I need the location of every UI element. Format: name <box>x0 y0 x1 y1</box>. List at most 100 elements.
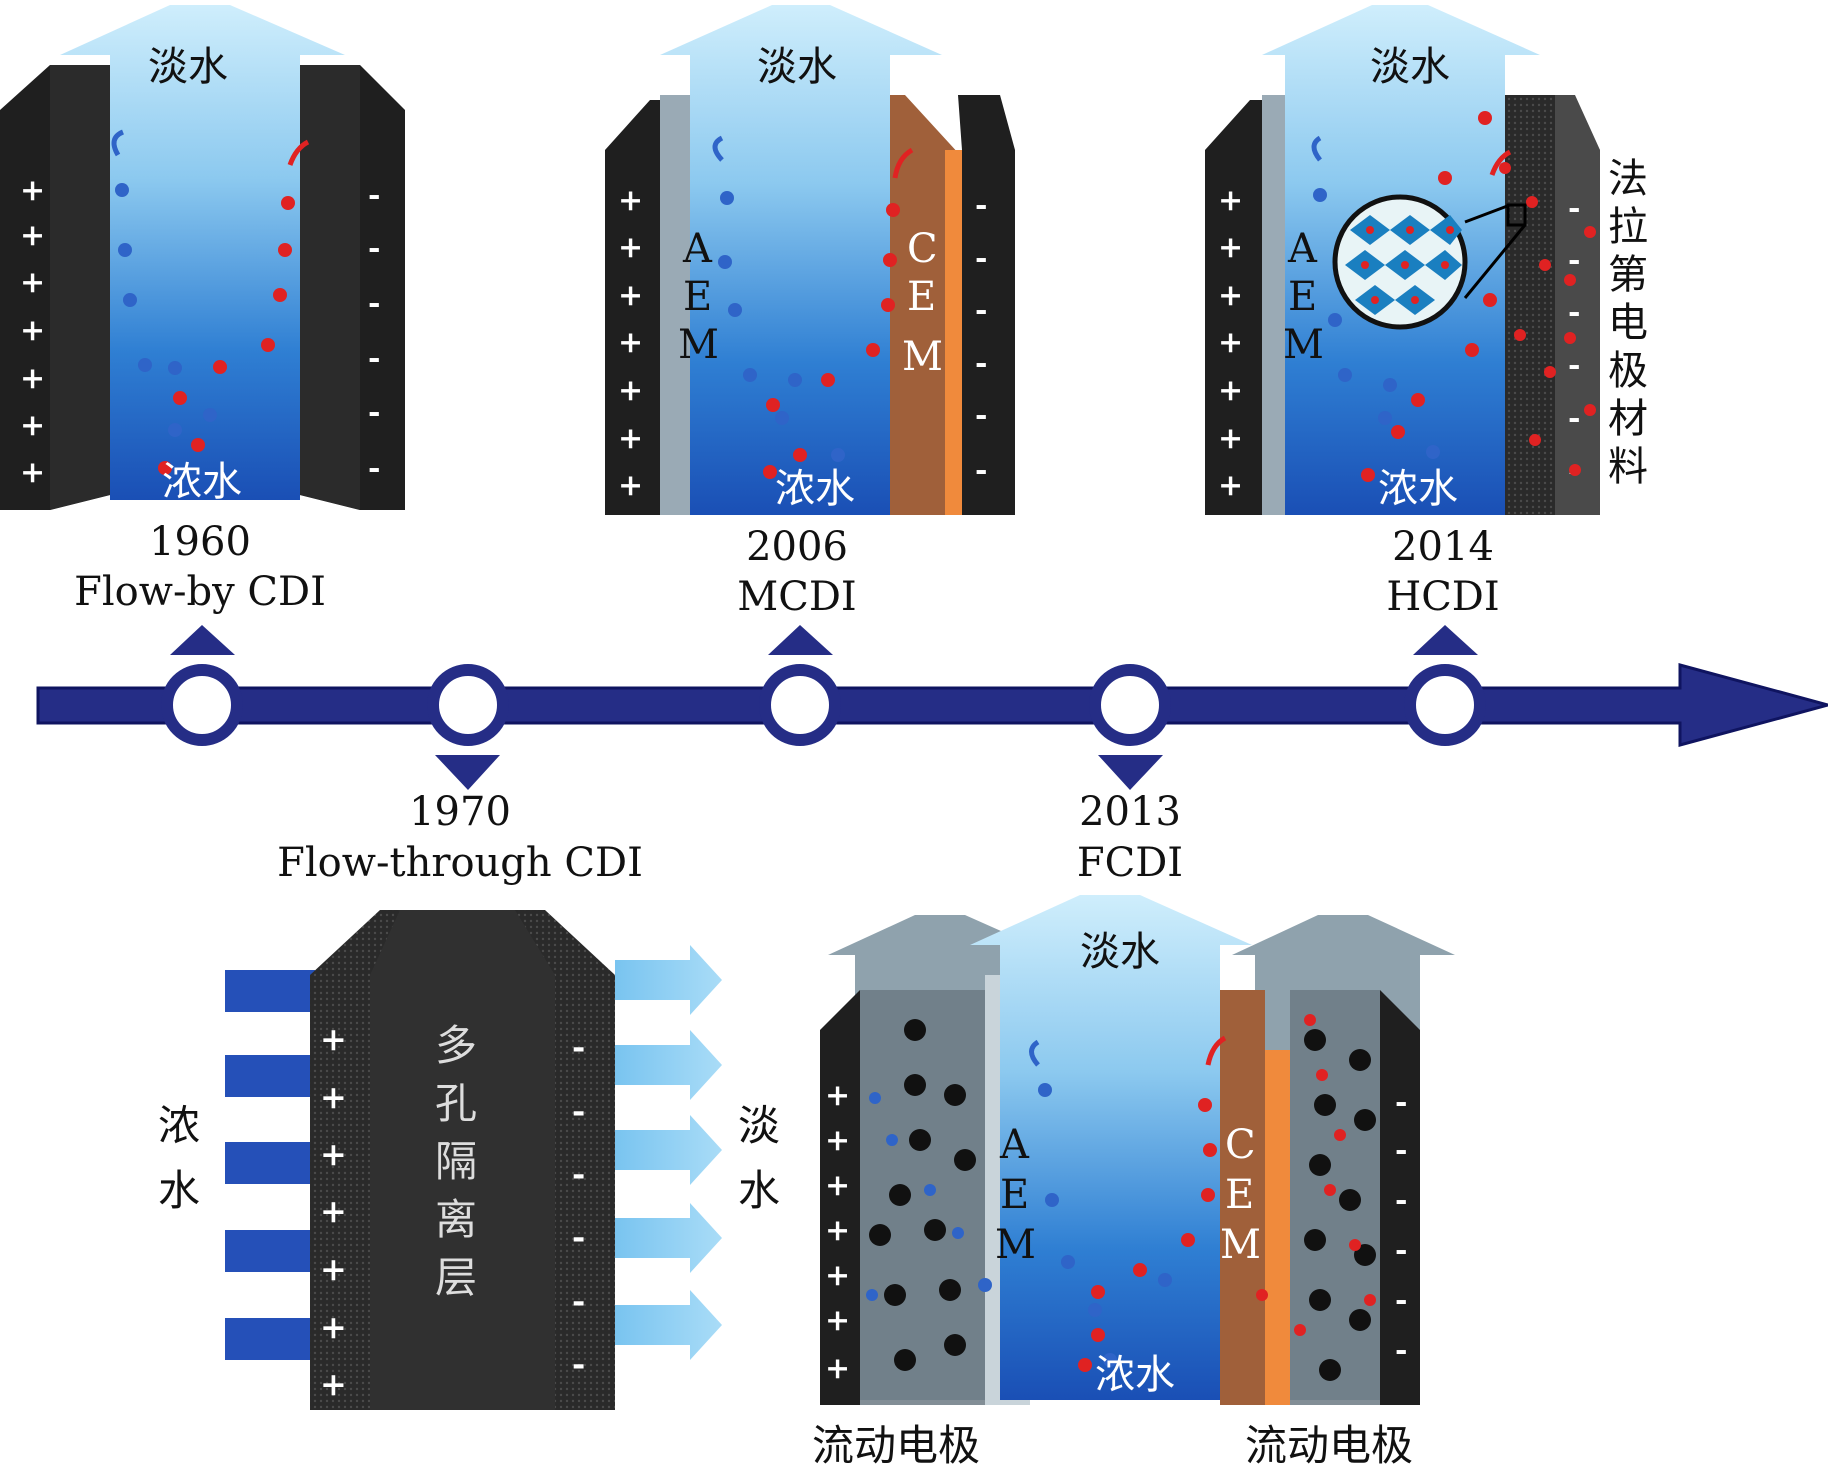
svg-text:+: + <box>825 1078 850 1113</box>
timeline-arrow <box>36 663 1828 747</box>
svg-text:+: + <box>825 1258 850 1293</box>
svg-text:电: 电 <box>1608 300 1648 346</box>
milestone-2006: 2006 MCDI <box>737 524 857 746</box>
timeline: 1960 Flow-by CDI 1970 Flow-through CDI 2… <box>36 519 1828 886</box>
milestone-1960: 1960 Flow-by CDI <box>74 519 326 746</box>
svg-text:-: - <box>572 1155 585 1193</box>
svg-text:+: + <box>618 468 643 503</box>
year-2014: 2014 <box>1392 524 1494 570</box>
svg-text:+: + <box>618 230 643 265</box>
year-2006: 2006 <box>746 524 848 570</box>
svg-text:+: + <box>1218 325 1243 360</box>
plus-signs: + + + + + + + <box>20 173 45 490</box>
aem-label: A E M <box>678 226 719 368</box>
panel-flow-through-cdi: + + + + + + + - - - - - - 多 孔 隔 离 层 浓 水 <box>158 910 780 1410</box>
panel-mcdi: + + + + + + + - - - - - - A E M C E M <box>605 5 1015 515</box>
fresh-water-label: 淡水 <box>148 44 228 90</box>
panel-hcdi: + + + + + + + - - - - - - A E M <box>1205 5 1648 515</box>
flow-electrode-label-left: 流动电极 <box>812 1421 980 1470</box>
svg-text:料: 料 <box>1608 444 1648 490</box>
cem-label: C E M <box>902 226 943 380</box>
svg-text:法: 法 <box>1608 156 1648 202</box>
porous-separator-label: 多 孔 隔 离 层 <box>435 1021 477 1302</box>
svg-text:-: - <box>1395 1233 1407 1268</box>
minus-signs: - - - - - - <box>975 188 987 488</box>
svg-text:第: 第 <box>1608 252 1648 298</box>
svg-text:+: + <box>320 1250 347 1288</box>
aem-membrane <box>660 95 690 515</box>
inflow-bars <box>225 970 315 1360</box>
svg-text:E: E <box>1225 1172 1254 1218</box>
svg-text:-: - <box>1568 191 1580 226</box>
svg-text:M: M <box>1283 322 1324 368</box>
outflow-arrows <box>615 945 722 1360</box>
plus-signs: + + + + + + + <box>618 183 643 503</box>
svg-text:隔: 隔 <box>435 1137 477 1186</box>
plus-signs: + + + + + + + <box>1218 183 1243 503</box>
cem-label: C E M <box>1220 1122 1261 1268</box>
left-flow-electrode <box>860 990 990 1405</box>
carbon-particles <box>869 1019 1376 1381</box>
svg-text:+: + <box>320 1135 347 1173</box>
svg-text:-: - <box>1568 295 1580 330</box>
svg-text:-: - <box>1395 1283 1407 1318</box>
svg-text:拉: 拉 <box>1608 204 1648 250</box>
svg-text:M: M <box>995 1222 1036 1268</box>
minus-signs: - - - - - - <box>572 1028 585 1383</box>
svg-text:-: - <box>368 451 380 486</box>
fresh-water-arrow <box>970 895 1252 1400</box>
svg-text:-: - <box>975 241 987 276</box>
minus-signs: - - - - - - <box>1568 191 1580 488</box>
svg-text:+: + <box>20 361 45 396</box>
year-1960: 1960 <box>149 519 251 565</box>
svg-text:+: + <box>20 265 45 300</box>
svg-text:-: - <box>368 395 380 430</box>
svg-text:-: - <box>1568 401 1580 436</box>
svg-text:+: + <box>825 1351 850 1386</box>
svg-text:淡: 淡 <box>738 1101 780 1150</box>
svg-text:离: 离 <box>435 1195 477 1244</box>
svg-text:E: E <box>1000 1172 1029 1218</box>
ions <box>712 135 914 479</box>
svg-text:-: - <box>368 231 380 266</box>
svg-text:+: + <box>320 1192 347 1230</box>
concentrated-water-label: 浓水 <box>1378 466 1458 512</box>
name-2014: HCDI <box>1386 574 1499 620</box>
flow-electrode-label-right: 流动电极 <box>1245 1421 1413 1470</box>
svg-text:+: + <box>320 1308 347 1346</box>
milestone-1970: 1970 Flow-through CDI <box>277 664 643 886</box>
svg-text:+: + <box>20 408 45 443</box>
svg-text:+: + <box>618 373 643 408</box>
milestone-2013: 2013 FCDI <box>1077 664 1183 886</box>
aem-membrane <box>1262 95 1285 515</box>
fresh-water-vertical-label: 淡 水 <box>738 1101 780 1215</box>
svg-text:+: + <box>320 1020 347 1058</box>
panel-fcdi: + + + + + + + - - - - - - A E <box>812 895 1455 1470</box>
left-electrode <box>820 990 860 1405</box>
svg-text:-: - <box>572 1282 585 1320</box>
svg-text:-: - <box>368 286 380 321</box>
svg-text:孔: 孔 <box>435 1079 477 1128</box>
svg-text:-: - <box>1568 243 1580 278</box>
svg-text:多: 多 <box>435 1021 477 1070</box>
svg-text:-: - <box>975 188 987 223</box>
svg-text:材: 材 <box>1608 396 1648 442</box>
svg-text:+: + <box>20 173 45 208</box>
svg-text:+: + <box>1218 230 1243 265</box>
year-2013: 2013 <box>1079 789 1181 835</box>
fresh-water-arrow <box>60 5 345 500</box>
svg-text:+: + <box>825 1123 850 1158</box>
svg-text:-: - <box>975 453 987 488</box>
crystal-zoom <box>1332 194 1527 330</box>
svg-text:-: - <box>1395 1183 1407 1218</box>
faradaic-material-label: 法 拉 第 电 极 材 料 <box>1608 156 1648 490</box>
fresh-water-label: 淡水 <box>1080 929 1160 975</box>
cem-membrane <box>890 95 960 515</box>
fresh-water-label: 淡水 <box>1370 44 1450 90</box>
fresh-water-label: 淡水 <box>757 44 837 90</box>
svg-text:+: + <box>20 313 45 348</box>
svg-text:C: C <box>1225 1122 1256 1168</box>
concentrated-water-label: 浓水 <box>775 466 855 512</box>
svg-text:水: 水 <box>738 1166 780 1215</box>
